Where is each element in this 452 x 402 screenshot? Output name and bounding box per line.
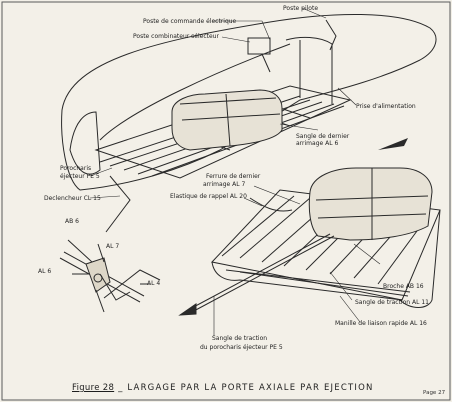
label-poste-commande: Poste de commande électrique (143, 18, 237, 25)
combinator-box (247, 37, 271, 55)
label-ab6: AB 6 (65, 218, 79, 225)
caption-title: _ LARGAGE PAR LA PORTE AXIALE PAR EJECTI… (118, 383, 374, 393)
page-number: Page 27 (423, 390, 446, 396)
label-prise-alimentation: Prise d'alimentation (356, 103, 416, 110)
label-ferrure-2: arrimage AL 7 (203, 181, 246, 188)
label-porocharis-2: éjecteur PE 5 (60, 173, 100, 180)
ramp-cargo-bundle (308, 167, 433, 241)
label-al6-left: AL 6 (38, 268, 52, 275)
cargo-bundle (171, 89, 283, 151)
fuselage-outline (61, 13, 437, 191)
label-sangle-bottom-1: Sangle de traction (212, 335, 268, 342)
ejector-strap (105, 175, 131, 233)
label-porocharis-1: Porocharis (60, 165, 92, 172)
top-fuselage-view (61, 13, 437, 233)
traction-strap (187, 233, 331, 311)
label-sangle-dernier: Sangle de dernier arrimage AL 6 (296, 133, 350, 147)
direction-arrow-icon (378, 138, 408, 150)
figure-caption: Figure 28 _ LARGAGE PAR LA PORTE AXIALE … (72, 383, 374, 393)
label-broche: Broche AB 16 (383, 283, 424, 290)
rear-door (69, 111, 101, 175)
bottom-ramp-view (178, 167, 441, 316)
label-al7: AL 7 (106, 243, 120, 250)
release-detail (59, 239, 161, 313)
label-poste-combinateur: Poste combinateur sélecteur (133, 33, 219, 40)
label-al4: AL 4 (147, 280, 161, 287)
label-sangle-traction: Sangle de traction AL 11 (355, 299, 429, 306)
traction-arrow-icon (178, 303, 197, 316)
label-manille: Manille de liaison rapide AL 16 (335, 320, 427, 327)
caption-figure-number: Figure 28 (72, 383, 115, 393)
label-ferrure-1: Ferrure de dernier (206, 173, 261, 180)
label-sangle-bottom-2: du porocharis éjecteur PE 5 (200, 344, 283, 351)
elastic-line (249, 197, 293, 212)
label-elastique: Elastique de rappel AL 20 (170, 193, 247, 200)
label-declencheur: Declencheur CL 15 (44, 195, 101, 202)
label-poste-pilote: Poste pilote (283, 5, 319, 12)
